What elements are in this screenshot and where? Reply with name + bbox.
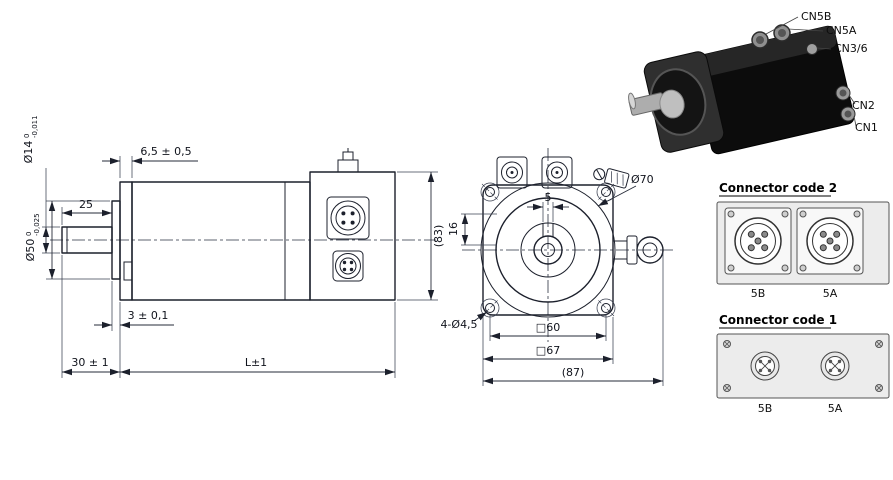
connector-code-2-title: Connector code 2	[719, 181, 837, 195]
code1-corner-screws	[723, 340, 883, 392]
top-connector-side	[337, 148, 359, 173]
cn1-connector-core	[844, 110, 852, 118]
dim-shaft-length: 25	[79, 198, 93, 211]
code1-connector-5a	[820, 351, 850, 381]
cn2-leader	[848, 94, 856, 105]
center-hole-circle	[541, 243, 555, 257]
cn36-leader	[816, 47, 832, 50]
pilot-circle	[495, 197, 601, 303]
dim-body-length: L±1	[245, 356, 267, 369]
motor-body-top-highlight	[692, 26, 837, 78]
boss-circle	[480, 182, 616, 318]
code1-label-5a: 5A	[828, 402, 843, 415]
dim-shaft-dia-text: Ø14	[22, 141, 35, 164]
dim-connector-offset-text: 16	[447, 222, 460, 236]
cn36-label: CN3/6	[834, 42, 868, 55]
dim-boss-dia: Ø70	[631, 173, 654, 186]
dim-body-height: (83)	[432, 225, 445, 248]
dim-pilot-dia: Ø50 0 -0,025	[24, 213, 41, 261]
motor-body-outline	[131, 181, 311, 301]
dim-shaft-protrusion: 30 ± 1	[71, 356, 108, 369]
code1-label-5b: 5B	[758, 402, 773, 415]
cn5a-label: CN5A	[826, 24, 857, 37]
front-top-connector-left	[496, 156, 528, 189]
front-screw-connector	[593, 168, 630, 189]
cn5a-leader	[787, 28, 824, 32]
front-side-connector	[612, 235, 664, 265]
cn2-connector-core	[839, 89, 847, 97]
rear-connector-small	[332, 250, 364, 282]
code2-connector-5b	[724, 207, 792, 275]
dim-key-width: 5	[545, 191, 552, 204]
cn5b-label: CN5B	[801, 10, 831, 23]
dim-pilot-dia-tol-upper: 0	[25, 232, 33, 236]
code2-label-5b: 5B	[751, 287, 766, 300]
connector-code-2-panel: Connector code 2	[716, 181, 890, 300]
dim-shaft-dia-tol-lower: -0,011	[31, 115, 39, 138]
cn5b-connector-core	[756, 36, 764, 44]
code1-connector-5b	[750, 351, 780, 381]
cn36-connector	[806, 43, 818, 55]
dim-body-height-text: (83)	[432, 225, 445, 248]
dim-pilot-dia-tol-lower: -0,025	[33, 213, 41, 236]
cn2-label: CN2	[852, 99, 875, 112]
hub-circle	[520, 222, 576, 278]
front-view: 5 16 Ø70 4-Ø4,5 □60 □67 (87)	[440, 148, 674, 386]
dim-spigot-length: 6,5 ± 0,5	[140, 145, 191, 158]
cn1-leader	[853, 115, 857, 127]
dim-shaft-dia-tol-upper: 0	[23, 134, 31, 138]
rear-connector-large	[326, 196, 370, 240]
code2-label-5a: 5A	[823, 287, 838, 300]
body-detail-rect	[123, 261, 133, 281]
dim-mounting-holes: 4-Ø4,5	[440, 318, 477, 331]
shaft-circle	[533, 235, 563, 265]
connector-code-1-panel: Connector code 1 5B 5A	[716, 313, 890, 415]
connector-code-1-title: Connector code 1	[719, 313, 837, 327]
shaft-tip-photo	[628, 92, 636, 110]
dim-hole-pitch: □60	[536, 321, 560, 334]
motor-photo: CN5B CN5A CN3/6 CN2 CN1	[628, 10, 878, 155]
cn5b-leader	[765, 16, 799, 35]
dim-frame-size: □67	[536, 344, 560, 357]
hub-photo	[659, 89, 685, 119]
front-top-connector-right	[541, 156, 573, 189]
cn5a-connector-core	[778, 29, 786, 37]
cn1-label: CN1	[855, 121, 878, 134]
dim-shaft-dia: Ø14 0 -0,011	[22, 115, 39, 163]
dim-overall-width: (87)	[562, 366, 585, 379]
dim-connector-offset: 16	[447, 222, 460, 236]
dim-pilot-step: 3 ± 0,1	[128, 309, 169, 322]
flange-plate-outline	[119, 181, 133, 301]
code2-connector-5a	[796, 207, 864, 275]
dim-pilot-dia-text: Ø50	[24, 239, 37, 262]
connector-code-1-box	[716, 333, 890, 399]
side-view: Ø14 0 -0,011 Ø50 0 -0,025 25 6,5 ± 0,5 (…	[22, 115, 445, 378]
